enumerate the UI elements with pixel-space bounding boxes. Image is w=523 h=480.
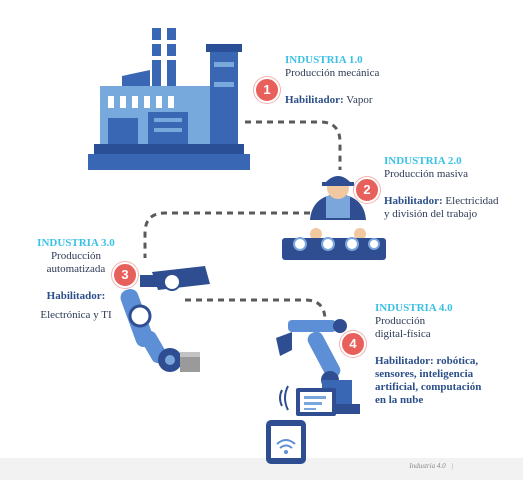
enabler-value: Electrónica y TI	[40, 309, 112, 321]
enabler-label: Habilitador:	[375, 355, 434, 367]
stage-desc: Producción	[375, 315, 426, 327]
enabler-value: en la nube	[375, 394, 424, 406]
stage-title: INDUSTRIA 2.0	[384, 155, 462, 167]
timeline-path	[245, 120, 342, 170]
bottom-band	[0, 458, 523, 480]
stage-title: INDUSTRIA 4.0	[375, 302, 453, 314]
stage-4-badge: 4	[340, 331, 366, 357]
stage-desc: Producción mecánica	[285, 67, 380, 79]
timeline-path	[185, 298, 327, 330]
stage-2-badge: 2	[354, 177, 380, 203]
stage-desc: Producción	[50, 250, 102, 262]
enabler-value: sensores, inteligencia	[375, 368, 474, 380]
stage-3-text: INDUSTRIA 3.0 Producción automatizada Ha…	[30, 237, 122, 322]
stage-desc: Producción masiva	[384, 168, 469, 180]
stage-3-badge: 3	[112, 262, 138, 288]
footer-separator: |	[451, 462, 453, 470]
factory-icon	[88, 28, 250, 170]
smart-robot-icon	[276, 319, 360, 416]
enabler-label: Habilitador:	[285, 94, 344, 106]
enabler-value: y división del trabajo	[384, 208, 478, 220]
stage-4-text: INDUSTRIA 4.0 Producción digital-física …	[375, 302, 515, 407]
enabler-label: Habilitador:	[46, 290, 106, 302]
worker-icon	[310, 176, 366, 240]
stage-title: INDUSTRIA 1.0	[285, 54, 363, 66]
enabler-value: artificial, computación	[375, 381, 482, 393]
footer-text: Industria 4.0	[409, 462, 446, 470]
stage-desc: automatizada	[46, 263, 106, 275]
conveyor-icon	[282, 237, 386, 260]
stage-2-text: INDUSTRIA 2.0 Producción masiva Habilita…	[384, 155, 519, 221]
stage-desc: digital-física	[375, 328, 431, 340]
stage-1-badge: 1	[254, 77, 280, 103]
enabler-label: Habilitador:	[384, 195, 443, 207]
smartphone-icon	[266, 420, 306, 464]
stage-title: INDUSTRIA 3.0	[37, 237, 115, 249]
stage-1-text: INDUSTRIA 1.0 Producción mecánica Habili…	[285, 54, 485, 107]
timeline-path	[143, 211, 310, 258]
enabler-value: robótica,	[436, 355, 479, 367]
enabler-value: Vapor	[346, 94, 373, 106]
page-footer: Industria 4.0 |	[409, 462, 453, 470]
robot-arm-icon	[120, 266, 210, 372]
enabler-value: Electricidad	[445, 195, 499, 207]
